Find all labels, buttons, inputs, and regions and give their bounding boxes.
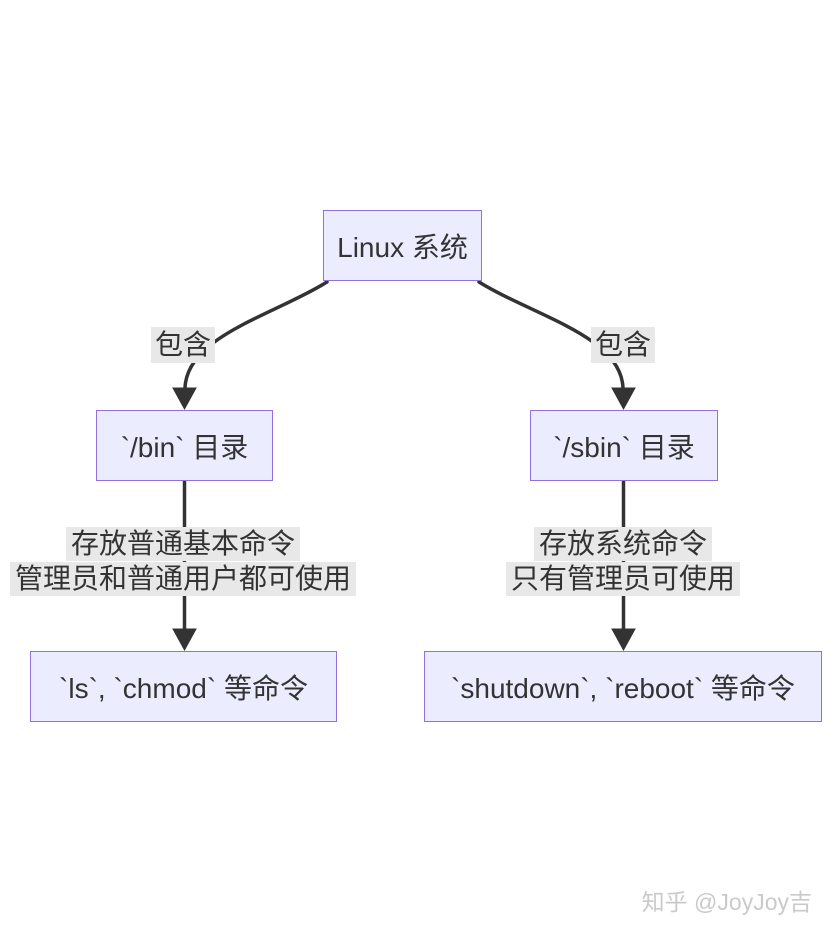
edge-label-contains-left: 包含 [150, 327, 216, 363]
edge-root-to-sbin [477, 280, 625, 390]
edge-label-bin-description: 存放普通基本命令 管理员和普通用户都可使用 [9, 527, 357, 596]
edge-label-bin-description-line2: 管理员和普通用户都可使用 [9, 562, 357, 596]
edge-label-bin-description-line1: 存放普通基本命令 [65, 527, 301, 561]
node-bin-directory: `/bin` 目录 [96, 410, 273, 481]
arrowhead-root-to-bin [172, 387, 197, 411]
arrowhead-sbin-to-sbin-cmds [611, 628, 636, 652]
node-linux-system-label: Linux 系统 [337, 231, 468, 263]
edge-root-to-bin [183, 280, 329, 390]
node-sbin-directory-label: `/sbin` 目录 [553, 431, 695, 463]
node-sbin-commands: `shutdown`, `reboot` 等命令 [424, 651, 822, 722]
edge-label-contains-right: 包含 [590, 327, 656, 363]
edge-label-sbin-description-line1: 存放系统命令 [533, 527, 713, 561]
edge-label-sbin-description: 存放系统命令 只有管理员可使用 [505, 527, 741, 596]
node-sbin-directory: `/sbin` 目录 [530, 410, 718, 481]
node-bin-commands-label: `ls`, `chmod` 等命令 [59, 672, 308, 704]
node-bin-commands: `ls`, `chmod` 等命令 [30, 651, 337, 722]
edge-label-sbin-description-line2: 只有管理员可使用 [505, 562, 741, 596]
zhihu-watermark: 知乎 @JoyJoy吉 [641, 889, 812, 915]
arrowhead-bin-to-bin-cmds [172, 628, 197, 652]
arrowhead-root-to-sbin [611, 387, 636, 411]
node-bin-directory-label: `/bin` 目录 [120, 431, 249, 463]
node-sbin-commands-label: `shutdown`, `reboot` 等命令 [451, 672, 795, 704]
node-linux-system: Linux 系统 [323, 210, 482, 281]
